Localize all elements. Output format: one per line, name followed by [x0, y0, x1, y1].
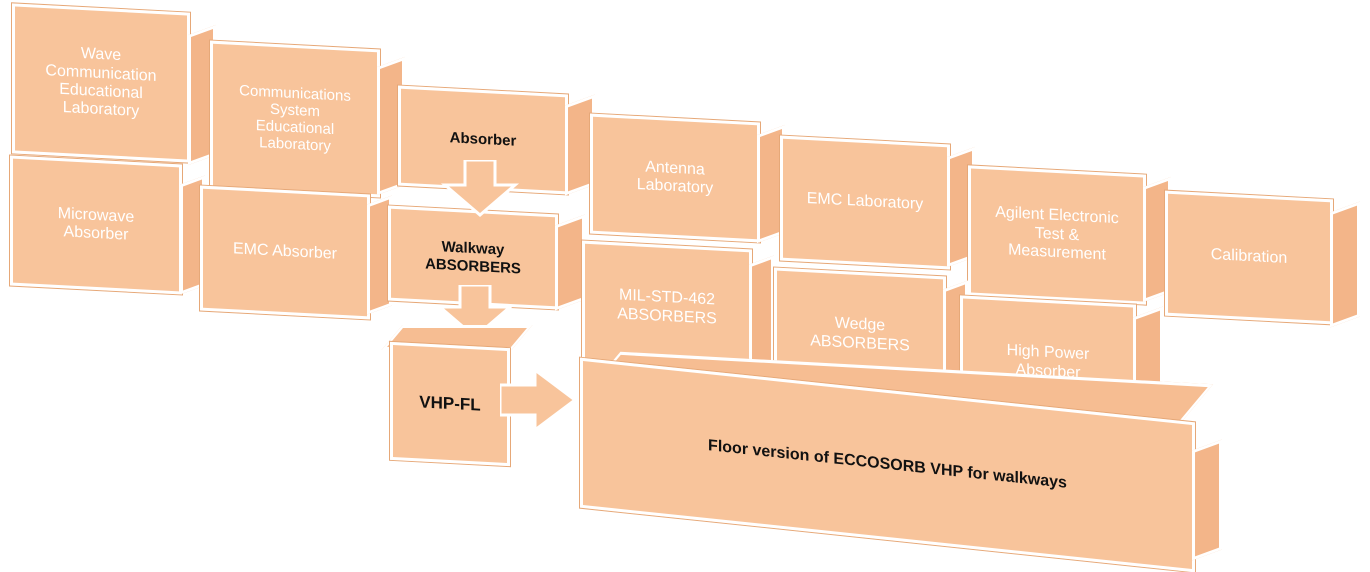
box-label: Wave Communication Educational Laborator…: [45, 45, 157, 121]
box-label: Floor version of ECCOSORB VHP for walkwa…: [708, 436, 1067, 492]
box-side-face: [555, 214, 585, 311]
arrow-vhp-to-floor: [500, 367, 578, 433]
box-label: Microwave Absorber: [57, 204, 135, 244]
box-label: Absorber: [449, 129, 517, 151]
box-label: Walkway ABSORBERS: [425, 238, 521, 278]
box-vhp-fl: VHP-FL: [390, 341, 510, 467]
box-agilent-electronic: Agilent Electronic Test & Measurement: [968, 165, 1146, 305]
box-label: Antenna Laboratory: [636, 158, 714, 198]
box-antenna-laboratory: Antenna Laboratory: [590, 113, 760, 243]
arrow-walkway-to-vhp: [435, 285, 515, 339]
box-label: EMC Absorber: [232, 240, 338, 264]
box-emc-laboratory: EMC Laboratory: [780, 135, 950, 270]
box-calibration: Calibration: [1165, 190, 1333, 325]
box-label: VHP-FL: [419, 392, 481, 415]
box-side-face: [749, 255, 774, 375]
box-side-face: [1330, 201, 1360, 328]
box-microwave-absorber: Microwave Absorber: [10, 155, 182, 295]
box-side-face: [1192, 439, 1222, 561]
box-label: EMC Laboratory: [806, 190, 924, 214]
arrow-absorber-to-walkway: [440, 160, 520, 217]
box-communications-system: Communications System Educational Labora…: [210, 40, 380, 198]
box-label: Communications System Educational Labora…: [239, 81, 351, 156]
box-label: Wedge ABSORBERS: [810, 314, 910, 355]
box-wave-communication: Wave Communication Educational Laborator…: [12, 3, 190, 163]
box-label: Calibration: [1210, 246, 1288, 268]
box-emc-absorber: EMC Absorber: [200, 185, 370, 320]
box-label: Agilent Electronic Test & Measurement: [995, 204, 1119, 264]
box-label: MIL-STD-462 ABSORBERS: [617, 286, 717, 328]
